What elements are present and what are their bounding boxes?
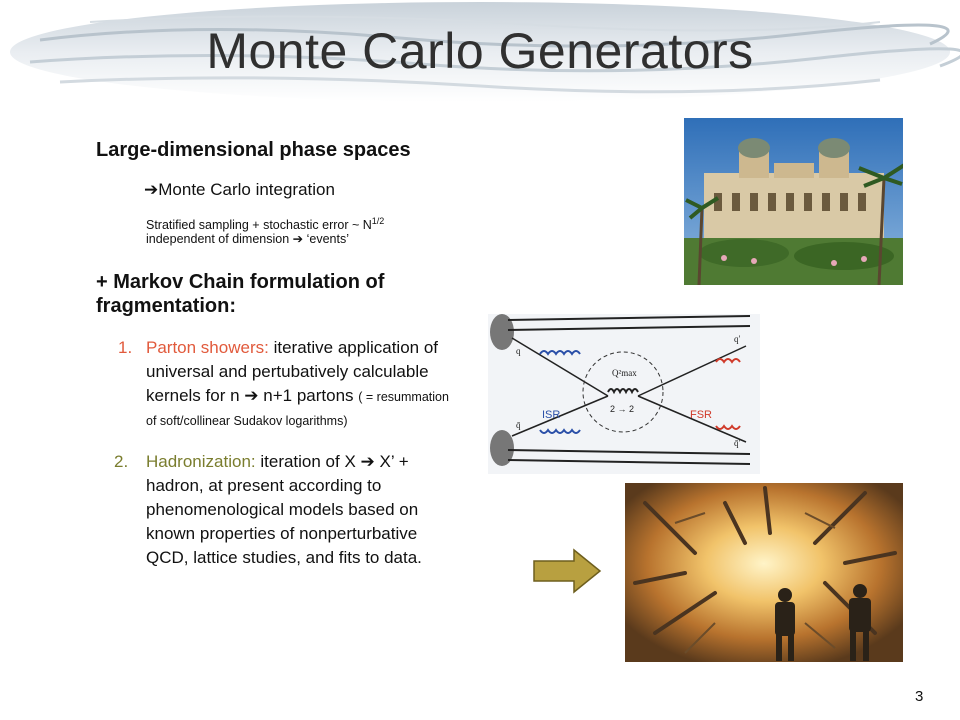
- slide-title: Monte Carlo Generators: [206, 23, 754, 79]
- slide-content: Large-dimensional phase spaces ➔Monte Ca…: [96, 138, 476, 570]
- label-isr: ISR: [542, 409, 560, 421]
- note-line1: Stratified sampling + stochastic error ~…: [146, 218, 372, 233]
- list-item-2: 2. Hadronization: iteration of X ➔ X’ + …: [114, 450, 456, 570]
- heading-phase-spaces: Large-dimensional phase spaces: [96, 139, 411, 161]
- label-q2max: Q²max: [612, 368, 637, 378]
- label-qprime-top: q′: [734, 334, 741, 344]
- beam-top-icon: [490, 314, 514, 350]
- label-qprime-bottom: q̄′: [734, 438, 741, 448]
- title-banner: [10, 2, 960, 102]
- beam-bottom-icon: [490, 430, 514, 466]
- item1-text: iterative application of universal and p…: [146, 338, 439, 406]
- mc-integration-text: Monte Carlo integration: [158, 180, 335, 199]
- item2-text: iteration of X: [260, 452, 356, 472]
- right-arrow-icon: ➔: [144, 180, 159, 199]
- label-q-top: q: [516, 346, 521, 356]
- note-line2-post: ‘events’: [306, 232, 350, 247]
- item1-title: Parton showers:: [146, 338, 269, 358]
- item1-text2: n+1 partons: [263, 386, 354, 406]
- right-arrow-icon: ➔: [244, 386, 259, 406]
- label-qbar: q̄: [516, 420, 521, 430]
- note-sup: 1/2: [371, 216, 385, 226]
- right-arrow-icon: ➔: [292, 232, 304, 247]
- label-fsr: FSR: [690, 409, 712, 421]
- list-item-1: 1. Parton showers: iterative application…: [118, 336, 456, 432]
- note: Stratified sampling + stochastic error ~…: [146, 214, 476, 246]
- item2-number: 2.: [114, 452, 129, 472]
- arrow-line: ➔Monte Carlo integration: [144, 180, 476, 200]
- item1-number: 1.: [118, 338, 133, 358]
- page-number: 3: [915, 688, 924, 705]
- parton-shower-diagram: q q̄ q′ q̄′ Q²max 2 → 2 ISR FSR: [488, 306, 760, 482]
- item2-title: Hadronization:: [146, 452, 256, 472]
- item1-small: ( = resummation of soft/collinear Sudako…: [146, 390, 449, 429]
- item2-text2: X’ + hadron, at present according to phe…: [146, 452, 422, 568]
- casino-photo: [684, 118, 903, 285]
- right-arrow-icon: ➔: [360, 452, 375, 472]
- note-line2: independent of dimension: [146, 232, 290, 247]
- heading-markov: + Markov Chain formulation of fragmentat…: [96, 271, 385, 318]
- explosion-photo: [625, 483, 903, 662]
- big-right-arrow-icon: [533, 548, 602, 594]
- label-2to2: 2 → 2: [610, 404, 634, 414]
